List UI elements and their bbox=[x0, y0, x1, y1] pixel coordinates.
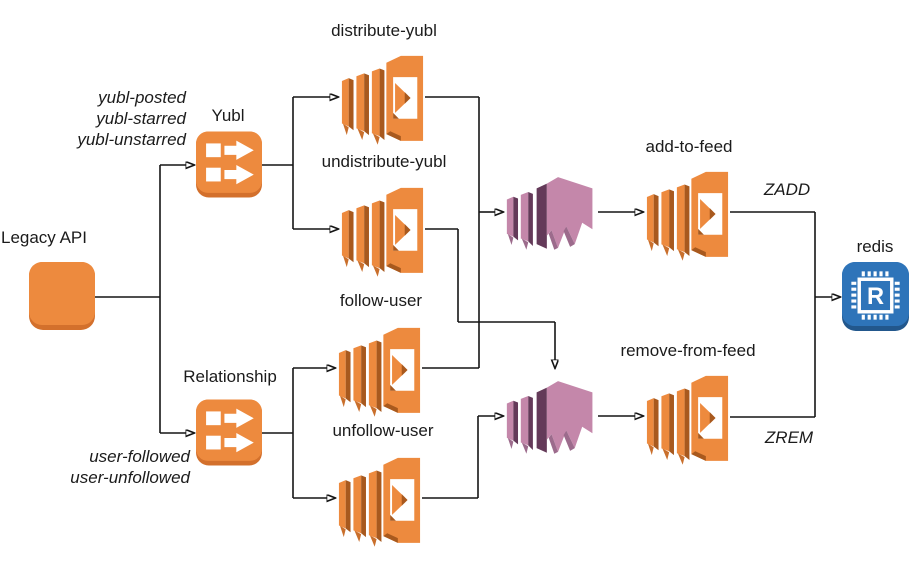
node-relationship-topic bbox=[196, 399, 262, 466]
sns-topic-icon bbox=[196, 131, 262, 198]
lambda-icon bbox=[337, 320, 422, 417]
node-legacy-api bbox=[29, 262, 95, 330]
node-distribute-yubl bbox=[340, 48, 425, 145]
node-yubl-topic bbox=[196, 131, 262, 198]
kinesis-stream-icon bbox=[505, 370, 598, 463]
lambda-icon bbox=[340, 180, 425, 277]
label-add-to-feed: add-to-feed bbox=[645, 137, 733, 156]
label-distribute-yubl: distribute-yubl bbox=[331, 21, 437, 40]
label-legacy-api: Legacy API bbox=[0, 228, 88, 247]
node-kinesis-stream-add bbox=[505, 166, 598, 259]
event-yubl-unstarred: yubl-unstarred bbox=[77, 130, 186, 149]
label-unfollow-user: unfollow-user bbox=[332, 421, 434, 440]
label-follow-user: follow-user bbox=[339, 291, 423, 310]
label-relationship-topic: Relationship bbox=[183, 367, 277, 386]
lambda-icon bbox=[337, 450, 422, 547]
lambda-icon bbox=[340, 48, 425, 145]
label-yubl-topic: Yubl bbox=[211, 106, 245, 125]
annotation-zrem: ZREM bbox=[764, 428, 814, 447]
event-yubl-posted: yubl-posted bbox=[98, 88, 186, 107]
node-remove-from-feed bbox=[645, 368, 730, 465]
chip-pins bbox=[851, 271, 900, 320]
node-add-to-feed bbox=[645, 164, 730, 261]
node-redis: R bbox=[842, 262, 909, 331]
event-user-followed: user-followed bbox=[89, 447, 190, 466]
label-remove-from-feed: remove-from-feed bbox=[620, 341, 756, 360]
event-user-unfollowed: user-unfollowed bbox=[70, 468, 190, 487]
lambda-icon bbox=[645, 368, 730, 465]
sns-topic-icon bbox=[196, 399, 262, 466]
annotation-yubl-events: yubl-posted yubl-starred yubl-unstarred bbox=[77, 87, 186, 150]
kinesis-stream-icon bbox=[505, 166, 598, 259]
node-unfollow-user bbox=[337, 450, 422, 547]
node-kinesis-stream-remove bbox=[505, 370, 598, 463]
annotation-zadd: ZADD bbox=[763, 180, 811, 199]
generic-app-icon bbox=[29, 262, 95, 330]
event-yubl-starred: yubl-starred bbox=[96, 109, 186, 128]
node-follow-user bbox=[337, 320, 422, 417]
elasticache-redis-icon: R bbox=[842, 262, 909, 331]
lambda-icon bbox=[645, 164, 730, 261]
annotation-relationship-events: user-followed user-unfollowed bbox=[70, 446, 190, 488]
label-redis: redis bbox=[856, 237, 894, 256]
chip-letter: R bbox=[867, 284, 884, 310]
label-undistribute-yubl: undistribute-yubl bbox=[321, 152, 447, 171]
node-undistribute-yubl bbox=[340, 180, 425, 277]
